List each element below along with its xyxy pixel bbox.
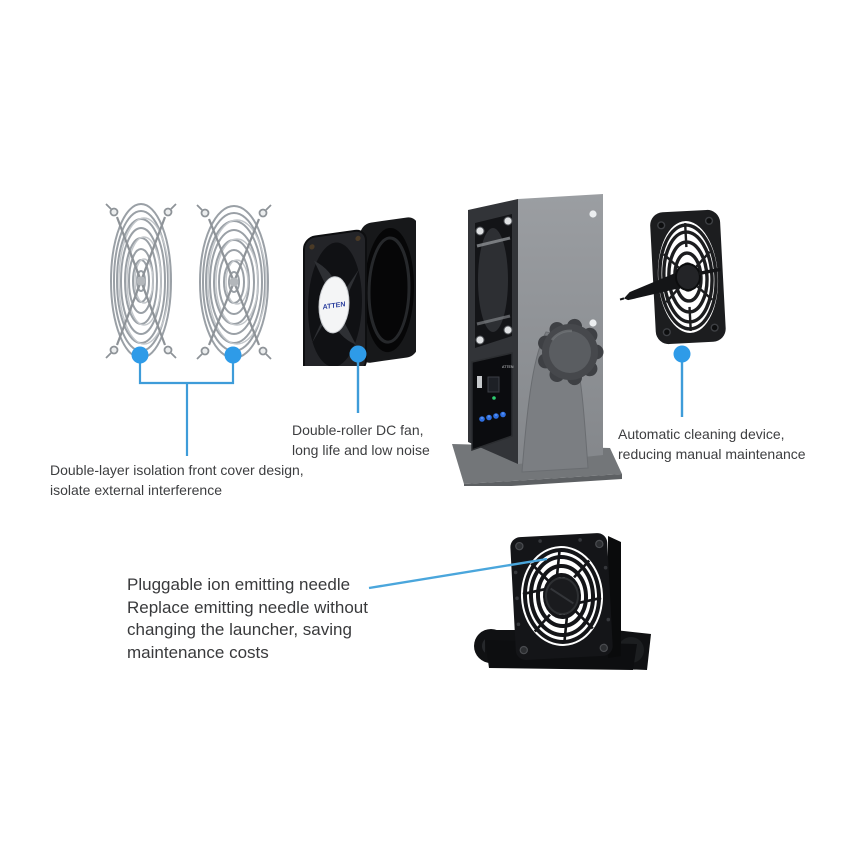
- front-cover-callout-line1: Double-layer isolation front cover desig…: [50, 462, 304, 478]
- cleaning-callout-line2: reducing manual maintenance: [618, 445, 806, 462]
- ion-needle-callout-line2: Replace emitting needle without: [127, 597, 368, 617]
- dc-fan-callout-label: Double-roller DC fan, long life and low …: [292, 421, 430, 461]
- cleaning-brush-arm: [623, 269, 685, 301]
- ion-needle-module-icon: [474, 533, 651, 670]
- cleaning-device-icon: [619, 209, 726, 345]
- front-cover-callout-line2: isolate external interference: [50, 481, 222, 498]
- panel-status-led: [492, 396, 496, 400]
- ion-needle-callout-line3: changing the launcher, saving: [127, 620, 352, 640]
- cleaning-callout-connector: [673, 345, 691, 417]
- dc-fan-callout-line1: Double-roller DC fan,: [292, 422, 424, 438]
- fan-hub-brand-label: ATTEN: [323, 301, 346, 311]
- wire-fan-guard-right-icon: [196, 204, 272, 360]
- panel-brand-label: ATTEN: [502, 365, 514, 369]
- ion-needle-callout-label: Pluggable ion emitting needle Replace em…: [127, 574, 368, 664]
- dc-fan-icon: ATTEN: [303, 217, 416, 366]
- ion-needle-callout-line4: maintenance costs: [127, 642, 269, 662]
- cleaning-callout-line1: Automatic cleaning device,: [618, 426, 785, 442]
- ion-needle-callout-line1: Pluggable ion emitting needle: [127, 575, 351, 594]
- cleaning-callout-label: Automatic cleaning device, reducing manu…: [618, 425, 806, 465]
- front-cover-callout-label: Double-layer isolation front cover desig…: [50, 461, 304, 501]
- dc-fan-callout-line2: long life and low noise: [292, 441, 430, 458]
- adjustment-knob: [538, 318, 604, 386]
- main-unit-icon: ATTEN: [452, 194, 622, 486]
- wire-fan-guard-left-icon: [105, 203, 177, 359]
